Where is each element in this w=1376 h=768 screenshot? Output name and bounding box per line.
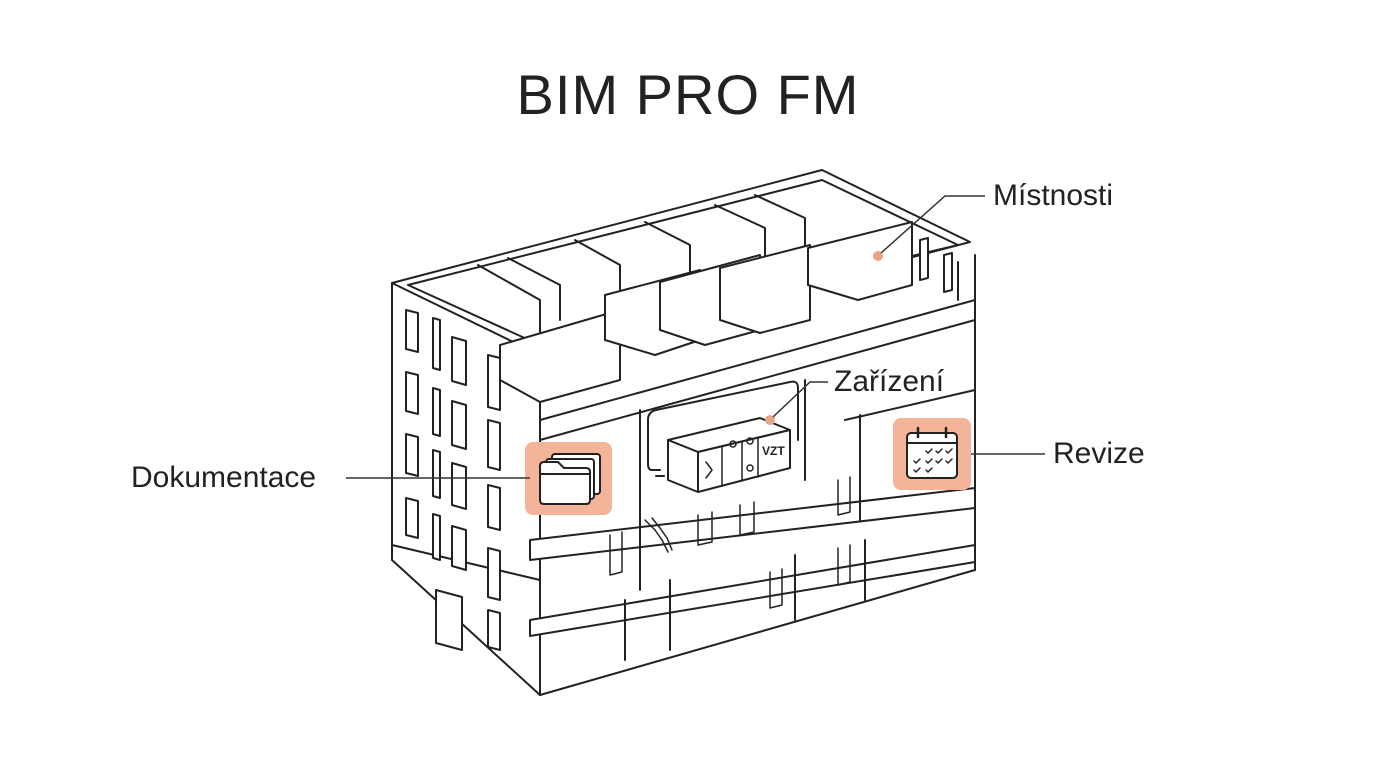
unit-knob xyxy=(746,437,754,445)
diagram-title: BIM PRO FM xyxy=(516,63,860,126)
door xyxy=(837,544,851,586)
duct xyxy=(647,380,799,471)
unit-label: VZT xyxy=(762,444,785,458)
inspections-badge xyxy=(893,418,971,490)
documentation-badge xyxy=(525,442,612,515)
partition xyxy=(507,257,561,321)
unit-knob xyxy=(746,464,754,472)
room-box xyxy=(719,244,811,334)
staircase xyxy=(651,517,673,551)
door xyxy=(739,501,755,536)
partition xyxy=(754,194,806,251)
roof-opening xyxy=(407,179,959,346)
equipment-label: Zařízení xyxy=(834,365,945,398)
unit-front xyxy=(697,429,791,493)
ventilation-unit: VZT xyxy=(647,380,799,493)
equipment-leader-line xyxy=(772,381,828,418)
building xyxy=(391,169,976,696)
documentation-label: Dokumentace xyxy=(131,461,317,494)
door xyxy=(837,476,851,516)
inspections-label: Revize xyxy=(1053,437,1145,470)
equipment-marker xyxy=(765,415,775,425)
calendar-icon xyxy=(906,426,958,479)
door xyxy=(769,568,783,609)
windows xyxy=(405,237,953,651)
folder-icon xyxy=(539,453,601,505)
unit-fan-mark xyxy=(705,461,713,479)
partition xyxy=(574,239,621,301)
unit-knob xyxy=(729,440,737,448)
rooms-leader-line xyxy=(880,195,985,254)
door xyxy=(697,511,713,546)
slab-floor-1 xyxy=(529,544,976,637)
staircase xyxy=(644,519,669,553)
door xyxy=(609,531,623,576)
partition xyxy=(714,204,766,263)
partition xyxy=(844,389,976,421)
rooms-label: Místnosti xyxy=(993,179,1114,212)
rooms-marker xyxy=(873,251,883,261)
room-box xyxy=(807,221,913,301)
